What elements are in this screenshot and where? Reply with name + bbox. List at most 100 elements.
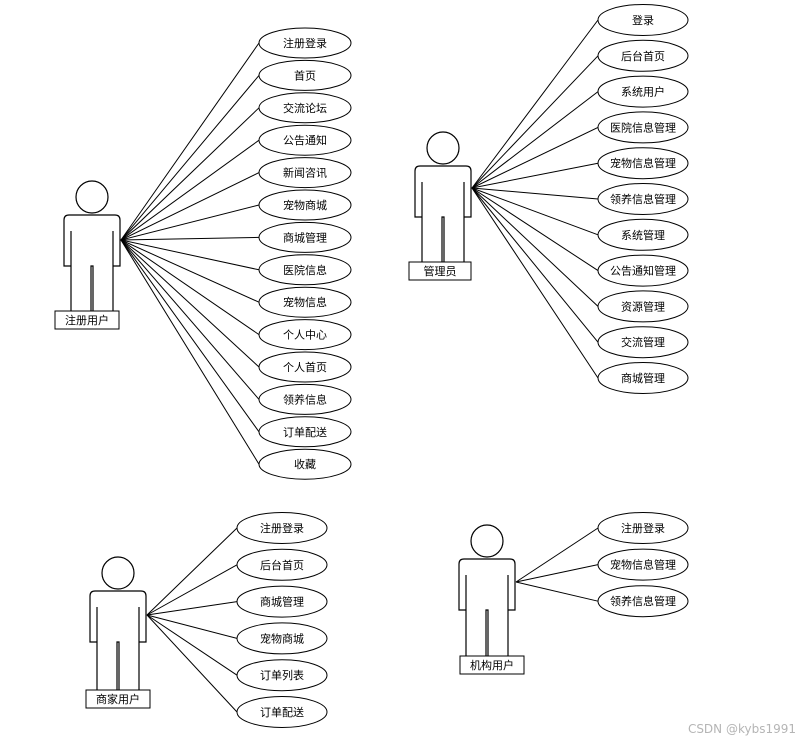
use-case-ellipse	[258, 448, 352, 480]
use-case-ellipse	[597, 4, 689, 36]
use-case-ellipse	[258, 59, 352, 91]
association-line	[120, 204, 260, 241]
use-case-ellipse	[258, 351, 352, 383]
association-line	[471, 187, 599, 379]
use-case-label: 个人中心	[283, 329, 327, 342]
association-line	[120, 239, 260, 368]
use-case-ellipse	[597, 512, 689, 544]
use-case-label: 商城管理	[283, 230, 327, 244]
association-line	[515, 527, 599, 583]
use-case-ellipse	[597, 548, 689, 581]
use-case-label: 领养信息管理	[610, 594, 676, 608]
association-line	[146, 614, 238, 676]
actor-head	[75, 180, 109, 214]
use-case-label: 个人首页	[283, 360, 327, 374]
association-line	[515, 581, 599, 602]
association-line	[120, 239, 260, 465]
actor-label-box	[408, 261, 472, 281]
use-case-label: 收藏	[294, 457, 316, 471]
actor-label: 机构用户	[470, 658, 514, 672]
use-case-label: 宠物商城	[283, 198, 327, 212]
use-case-ellipse	[236, 622, 328, 655]
use-case-ellipse	[597, 585, 689, 618]
association-line	[471, 19, 599, 189]
association-line	[146, 564, 238, 616]
actor-body	[89, 590, 147, 694]
association-line	[120, 239, 260, 400]
association-line	[120, 239, 260, 336]
actor-head	[470, 524, 504, 558]
use-case-label: 医院信息管理	[610, 120, 676, 134]
use-case-ellipse	[597, 254, 689, 287]
use-case-label: 公告通知管理	[610, 264, 676, 278]
use-case-ellipse	[597, 326, 689, 359]
use-case-ellipse	[258, 286, 352, 318]
use-case-ellipse	[236, 696, 328, 728]
use-case-label: 领养信息	[283, 392, 327, 406]
association-line	[146, 614, 238, 713]
actor-body	[414, 165, 472, 269]
association-line	[120, 75, 260, 241]
association-line	[471, 187, 599, 343]
use-case-ellipse	[258, 221, 352, 253]
use-case-ellipse	[258, 319, 352, 351]
association-line	[471, 91, 599, 189]
use-case-ellipse	[236, 585, 328, 618]
association-line	[471, 55, 599, 189]
use-case-ellipse	[258, 157, 352, 189]
actor-group-registered-user: 注册用户注册登录首页交流论坛公告通知新闻咨讯宠物商城商城管理医院信息宠物信息个人…	[54, 27, 352, 480]
use-case-label: 注册登录	[621, 521, 665, 535]
use-case-label: 后台首页	[260, 558, 304, 572]
use-case-label: 注册登录	[260, 521, 304, 535]
association-line	[146, 601, 238, 616]
use-case-label: 宠物信息管理	[610, 156, 676, 170]
use-case-ellipse	[236, 548, 328, 581]
actor-label-box	[85, 689, 151, 709]
use-case-ellipse	[597, 75, 689, 108]
use-case-ellipse	[597, 147, 689, 180]
use-case-label: 商城管理	[260, 595, 304, 609]
use-case-label: 医院信息	[283, 263, 327, 277]
association-line	[120, 172, 260, 241]
use-case-ellipse	[258, 92, 352, 124]
use-case-ellipse	[597, 39, 689, 72]
use-case-ellipse	[258, 254, 352, 286]
use-case-label: 宠物信息	[283, 295, 327, 309]
association-line	[471, 162, 599, 189]
use-case-label: 商城管理	[621, 371, 665, 385]
actor-head	[426, 131, 460, 165]
association-line	[471, 187, 599, 272]
use-case-label: 后台首页	[621, 49, 665, 63]
association-line	[471, 187, 599, 200]
use-case-label: 订单配送	[260, 705, 304, 719]
actor-label: 管理员	[424, 264, 457, 278]
use-case-ellipse	[597, 183, 689, 215]
use-case-label: 订单列表	[260, 668, 304, 682]
use-case-ellipse	[597, 218, 689, 251]
use-case-label: 领养信息管理	[610, 192, 676, 206]
actor-body	[63, 214, 121, 318]
use-case-ellipse	[258, 416, 352, 448]
association-line	[120, 239, 260, 433]
use-case-label: 资源管理	[621, 299, 665, 313]
use-case-label: 系统管理	[621, 228, 665, 242]
use-case-ellipse	[258, 27, 352, 59]
actor-label: 商家用户	[96, 692, 140, 706]
use-case-ellipse	[258, 124, 352, 156]
association-line	[120, 107, 260, 241]
watermark: CSDN @kybs1991	[687, 722, 796, 736]
association-line	[471, 187, 599, 307]
use-case-ellipse	[597, 111, 689, 144]
association-line	[146, 527, 238, 616]
use-case-label: 登录	[632, 13, 654, 27]
actor-label-box	[54, 310, 120, 330]
use-case-label: 公告通知	[283, 133, 327, 147]
use-case-label: 交流管理	[621, 335, 665, 349]
actor-body	[458, 558, 516, 662]
association-line	[120, 236, 260, 241]
use-case-ellipse	[236, 512, 328, 544]
actor-group-admin: 管理员登录后台首页系统用户医院信息管理宠物信息管理领养信息管理系统管理公告通知管…	[408, 4, 689, 394]
